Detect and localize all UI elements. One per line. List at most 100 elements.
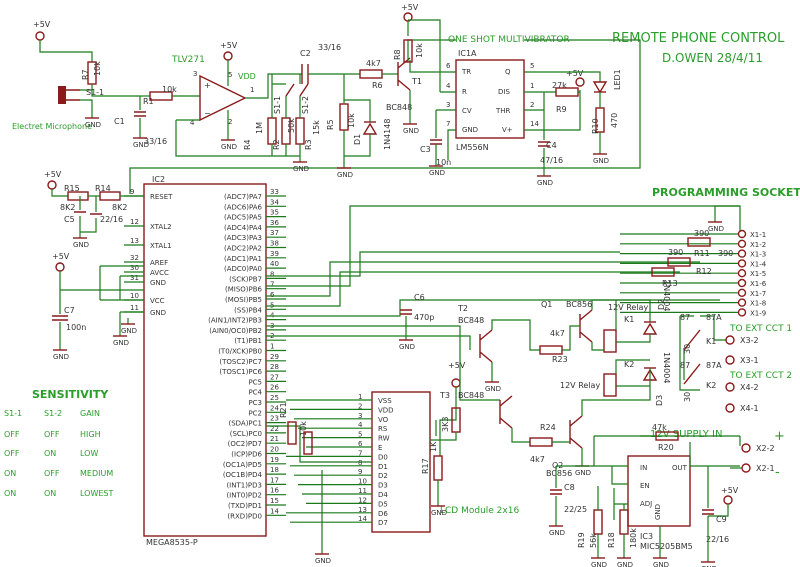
ic2-pin-num: 36	[270, 219, 279, 227]
q2-part: BC856	[546, 469, 572, 478]
ic2-pin-num: 17	[270, 476, 279, 484]
ic2-pin-name: (ICP)PD6	[231, 451, 262, 459]
c9-value: 22/16	[706, 535, 729, 544]
ic3-part: MIC5205BM5	[640, 542, 693, 551]
external-connectors: X3-2X3-1X4-2X4-1	[725, 335, 759, 413]
lcd-pin-name: E	[378, 444, 382, 452]
r24-value: 4k7	[530, 455, 545, 464]
sensitivity-header: S1-1	[4, 409, 22, 418]
ic2-pin-name: (SS)PB4	[234, 306, 262, 314]
ic2-pin-name: (OC1A)PD5	[223, 461, 262, 469]
svg-text:+: +	[204, 81, 211, 90]
ic2-pin-num: 7	[270, 281, 274, 289]
svg-text:5: 5	[228, 71, 232, 79]
svg-text:1: 1	[530, 82, 534, 90]
supply-connectors: X2-2 X2-1 + -	[730, 429, 785, 480]
r4-label: R4	[243, 139, 252, 150]
sensitivity-cell: OFF	[4, 430, 20, 439]
r23-value: 4k7	[550, 329, 565, 338]
supply-pin: X2-1	[756, 464, 775, 473]
c2-label: C2	[300, 49, 311, 58]
c7-label: C7	[64, 306, 75, 315]
sensitivity-cell: OFF	[44, 430, 60, 439]
p5v-label: +5V	[33, 20, 51, 29]
r3-value: 15k	[312, 120, 321, 135]
ic2-pin-name: (MOSI)PB5	[225, 296, 262, 304]
ic2-pin-num: 14	[270, 507, 279, 515]
r13-label: R13	[662, 279, 678, 288]
ic2-pin-name: (AIN1/INT2)PB3	[208, 317, 262, 325]
d1-part: 1N4148	[383, 119, 392, 150]
gain-switches: R4 1M R2 50k R3 15k S1-1 S1-2 C2 33/16 R…	[243, 43, 422, 162]
lm556-pin-cv: CV	[462, 107, 472, 115]
ext-pin-label: X4-2	[740, 383, 759, 392]
ic2-pin-num: 1	[270, 343, 274, 351]
ic2-pin-num: 11	[130, 304, 139, 312]
supply-pin: X2-2	[756, 444, 775, 453]
ic2-pin-name: (T1)PB1	[234, 337, 262, 345]
socket-pin-label: X1-8	[750, 300, 766, 308]
ic2-pin-num: 24	[270, 404, 279, 412]
ic2-label: IC2	[152, 175, 165, 184]
s1-2-label: S1-2	[301, 96, 310, 114]
r14-label: R14	[95, 184, 111, 193]
lm556-pin-gnd: GND	[462, 126, 478, 134]
mic-pin-adj: ADJ	[640, 500, 652, 508]
ic2-pin-name: (TOSC1)PC6	[219, 368, 262, 376]
ic2-pin-name: (OC1B)PD4	[223, 471, 263, 479]
mic-label: Electret Microphone	[12, 122, 92, 131]
socket-pin	[737, 239, 747, 249]
lcd-module-label: LCD Module 2x16	[440, 506, 519, 516]
ic2-pin-name: PC5	[248, 378, 262, 386]
p5v-label: +5V	[44, 170, 62, 179]
gnd-label: GND	[133, 141, 149, 149]
ext-pin	[725, 403, 735, 413]
ext-pin-label: X3-2	[740, 336, 759, 345]
relay2-label: 12V Relay	[560, 381, 600, 390]
ic2-pin-num: 18	[270, 466, 279, 474]
r8-label: R8	[393, 49, 402, 60]
lm556-pin-dis: DIS	[498, 88, 510, 96]
ic2-pin-name: GND	[150, 279, 166, 287]
r16-value: 390	[718, 249, 733, 258]
ic2-pin-num: 21	[270, 435, 279, 443]
socket-pin	[737, 229, 747, 239]
c5-value: 22/16	[100, 215, 123, 224]
svg-text:−: −	[204, 109, 211, 118]
socket-pin	[737, 288, 747, 297]
sensitivity-header: S1-2	[44, 409, 62, 418]
lcd-pin-name: D7	[378, 519, 388, 527]
svg-text:4: 4	[190, 119, 195, 127]
gnd-label: GND	[73, 241, 89, 249]
socket-pin-label: X1-5	[750, 270, 766, 278]
c4-value: 47/16	[540, 156, 563, 165]
sensitivity-cell: ON	[4, 469, 16, 478]
r5-label: R5	[326, 119, 335, 130]
ic2-pin-num: 9	[130, 188, 134, 196]
t1-label: T1	[411, 77, 422, 86]
socket-wiring: 390 R11 390 390 R12 R13 C6 470p	[266, 205, 740, 334]
r18-label: R18	[607, 532, 616, 548]
supply-plus: +	[774, 429, 785, 444]
mic-pin-in: IN	[640, 464, 647, 472]
c5-label: C5	[64, 215, 75, 224]
r7-value: 10k	[93, 61, 102, 76]
svg-text:3: 3	[193, 70, 197, 78]
ic2-pin-name: RESET	[150, 193, 173, 201]
lm556-pin-r: R	[462, 88, 467, 96]
ic2-pin-num: 5	[270, 301, 274, 309]
ic2-pin-num: 16	[270, 487, 279, 495]
ic2-pin-num: 23	[270, 415, 279, 423]
svg-text:7: 7	[446, 120, 450, 128]
gnd-label: GND	[431, 509, 447, 517]
lcd-pin-name: RW	[378, 435, 390, 443]
d2-label: D2	[657, 299, 666, 310]
r14-value: 8K2	[112, 203, 127, 212]
socket-pin	[737, 298, 747, 307]
ic2-pin-name: (ADC2)PA2	[224, 245, 262, 253]
gnd-label: GND	[537, 179, 553, 187]
contact-label: 87A	[706, 313, 722, 322]
gnd-label: GND	[617, 561, 633, 567]
r19-value: 56k	[589, 533, 598, 548]
